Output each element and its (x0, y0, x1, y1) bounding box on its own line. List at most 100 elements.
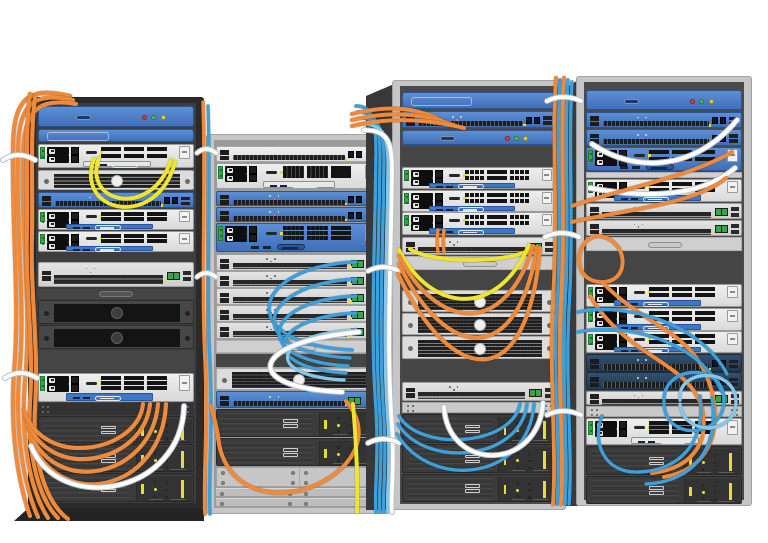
front-dash (85, 215, 97, 218)
psu-inlet (227, 175, 233, 181)
server-unit (586, 284, 742, 307)
sub-dash-2 (446, 231, 454, 233)
uplink-port-b (220, 216, 229, 221)
status-dot-2 (93, 267, 96, 270)
latch (541, 214, 552, 226)
drive-slots (101, 454, 117, 464)
status-dot-g1 (636, 133, 639, 136)
sub-oval-dash (99, 249, 114, 251)
patch-panel (216, 288, 380, 305)
vented-panel (216, 368, 380, 390)
psu-switch (71, 384, 79, 392)
led-bar-big (542, 451, 547, 470)
drive-slots (282, 448, 299, 458)
dot-3 (350, 446, 353, 450)
sfp-green-a (530, 244, 536, 250)
big-port-a (711, 378, 718, 385)
port-grid (464, 215, 530, 225)
module-a (544, 387, 553, 392)
uplink-port-b (590, 382, 599, 387)
uplink-port-b (590, 139, 599, 144)
led-bar-small (141, 454, 144, 465)
center-circle (111, 332, 123, 344)
psu-inlet (597, 422, 603, 428)
server-unit (586, 179, 742, 202)
led-bar-small (689, 457, 692, 467)
dot-2 (337, 459, 340, 462)
led-yellow-tiny (708, 124, 712, 127)
port-grid (464, 170, 530, 180)
latch-slot (182, 237, 187, 240)
under-dash-2 (718, 472, 735, 473)
sub-strip-blue (613, 324, 701, 331)
power-module-panel: POWER MODULE (402, 92, 556, 116)
rail-dot (736, 409, 738, 411)
storage-server (216, 409, 380, 437)
sub-oval-dash (650, 167, 667, 169)
rack-1: POWER MODULE (28, 97, 204, 509)
uplink-port-a (220, 326, 229, 331)
psu-socket (411, 201, 433, 209)
terminal-dot2 (406, 224, 408, 226)
storage-server (216, 438, 380, 466)
psu-inlet-pin (598, 290, 602, 292)
uplink-port-b (220, 155, 229, 160)
psu-socket (411, 178, 433, 186)
rail-dot (596, 414, 598, 416)
dot-5 (713, 498, 717, 501)
psu-socket (47, 212, 69, 220)
sfp-block (714, 208, 728, 216)
dot-y (153, 488, 157, 492)
status-dot-g1 (636, 358, 639, 361)
side-screw-right (185, 310, 190, 316)
psu-switch (249, 226, 257, 234)
network-switch (586, 354, 742, 372)
center-circle (474, 342, 486, 355)
port-grid (649, 334, 715, 344)
status-dot-g2 (277, 211, 280, 214)
led-bar-small (503, 455, 507, 465)
terminal-dot (590, 185, 592, 187)
psu-green-terminal (40, 212, 45, 223)
front-dash (266, 231, 278, 235)
module-a (728, 116, 738, 120)
sfp-green-a (352, 328, 358, 335)
drive-grooves (407, 478, 494, 500)
dot-3 (528, 452, 531, 456)
psu-switch (619, 429, 627, 437)
network-switch (586, 129, 742, 146)
drive-slots (649, 486, 665, 496)
sub-dash-2 (262, 245, 271, 249)
uplink-port-stack (220, 309, 229, 320)
psu-inlet (597, 430, 603, 436)
rail-dot (182, 410, 184, 413)
port-group (464, 193, 485, 203)
latch (541, 192, 552, 204)
port-group (695, 311, 715, 321)
led-yellow-tiny (164, 279, 168, 282)
sub-oval-dash (116, 164, 131, 166)
side-screw-right (547, 299, 552, 305)
sfp-green-a (349, 397, 355, 404)
module-b (728, 121, 738, 125)
sub-oval (642, 301, 669, 307)
psu-socket (47, 234, 69, 242)
slot-a (464, 424, 480, 428)
latch-slot (730, 291, 735, 293)
dot-1 (516, 422, 519, 425)
led-green (151, 115, 157, 120)
uplink-port-stack (406, 115, 415, 126)
terminal-dot2 (42, 243, 44, 245)
psu-green-terminal (588, 182, 593, 193)
port-group (124, 376, 145, 390)
big-port-b (719, 360, 726, 367)
port-group (672, 311, 693, 321)
dot-2 (701, 468, 705, 471)
dot-y (516, 488, 520, 492)
sub-dash-2 (630, 349, 638, 352)
under-dash-2 (532, 440, 549, 441)
front-dash (633, 185, 645, 189)
uplink-port-a (220, 309, 229, 314)
terminal-dot (590, 424, 592, 426)
led-yellow-tiny (708, 141, 712, 145)
